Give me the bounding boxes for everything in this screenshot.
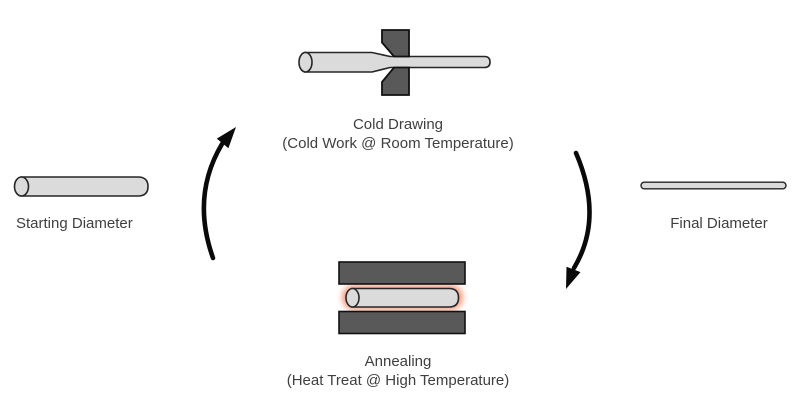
arrow-starting-to-cold-drawing [201,127,236,261]
starting-rod-end-face [13,176,30,197]
arrow-down-head [566,266,581,289]
arrow-cold-drawing-to-annealing [566,150,592,289]
annealing-subtitle: (Heat Treat @ High Temperature) [286,371,510,389]
annealing-rod-end-face [345,287,360,308]
annealing-title: Annealing [364,353,432,370]
cold-drawing-subtitle: (Cold Work @ Room Temperature) [282,134,514,152]
annealing-caption: Annealing (Heat Treat @ High Temperature… [246,353,550,390]
cold-drawing-caption: Cold Drawing (Cold Work @ Room Temperatu… [246,116,550,153]
final-diameter-label: Final Diameter [670,215,768,232]
die-lower-block [381,66,410,96]
starting-rod-body [20,176,149,197]
drawing-die-icon [298,29,491,96]
die-upper-block [381,29,410,58]
heater-plate-top [338,261,466,285]
drawn-rod-end-face [298,51,313,73]
heater-plate-bottom [338,310,466,335]
annealing-rod-body [351,287,460,308]
arrow-down-shaft [571,150,592,271]
starting-rod-icon [13,176,149,197]
final-rod-body [640,181,787,190]
annealing-furnace-icon [338,261,466,335]
starting-diameter-label: Starting Diameter [16,215,133,232]
final-rod-icon [640,181,787,190]
arrow-up-shaft [201,141,225,261]
cold-drawing-title: Cold Drawing [352,116,444,133]
arrow-up-head [216,127,236,149]
drawn-rod [304,51,491,73]
